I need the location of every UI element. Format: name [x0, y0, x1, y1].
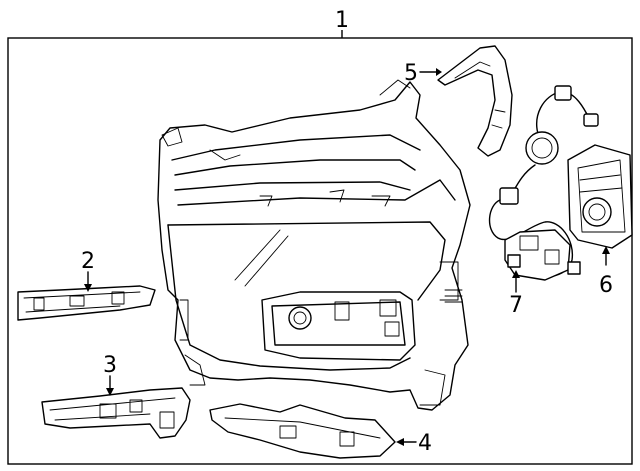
part-4-bracket: 4 [209, 403, 432, 459]
callout-4-label: 4 [418, 431, 432, 456]
part-3-bracket: 3 [41, 353, 191, 439]
callout-1-label: 1 [335, 8, 349, 33]
callout-7-label: 7 [509, 293, 523, 318]
callout-2-label: 2 [81, 249, 95, 274]
callout-5-label: 5 [404, 61, 418, 86]
part-2-bracket: 2 [17, 249, 156, 321]
part-7-harness: 7 [488, 164, 581, 318]
part-5-bracket: 5 [404, 45, 513, 157]
headlamp-assembly [157, 79, 471, 411]
callout-1: 1 [335, 8, 349, 38]
diagram-frame [7, 37, 633, 465]
part-6-module: 6 [525, 85, 633, 298]
callout-3-label: 3 [103, 353, 117, 378]
callout-6-label: 6 [599, 273, 613, 298]
